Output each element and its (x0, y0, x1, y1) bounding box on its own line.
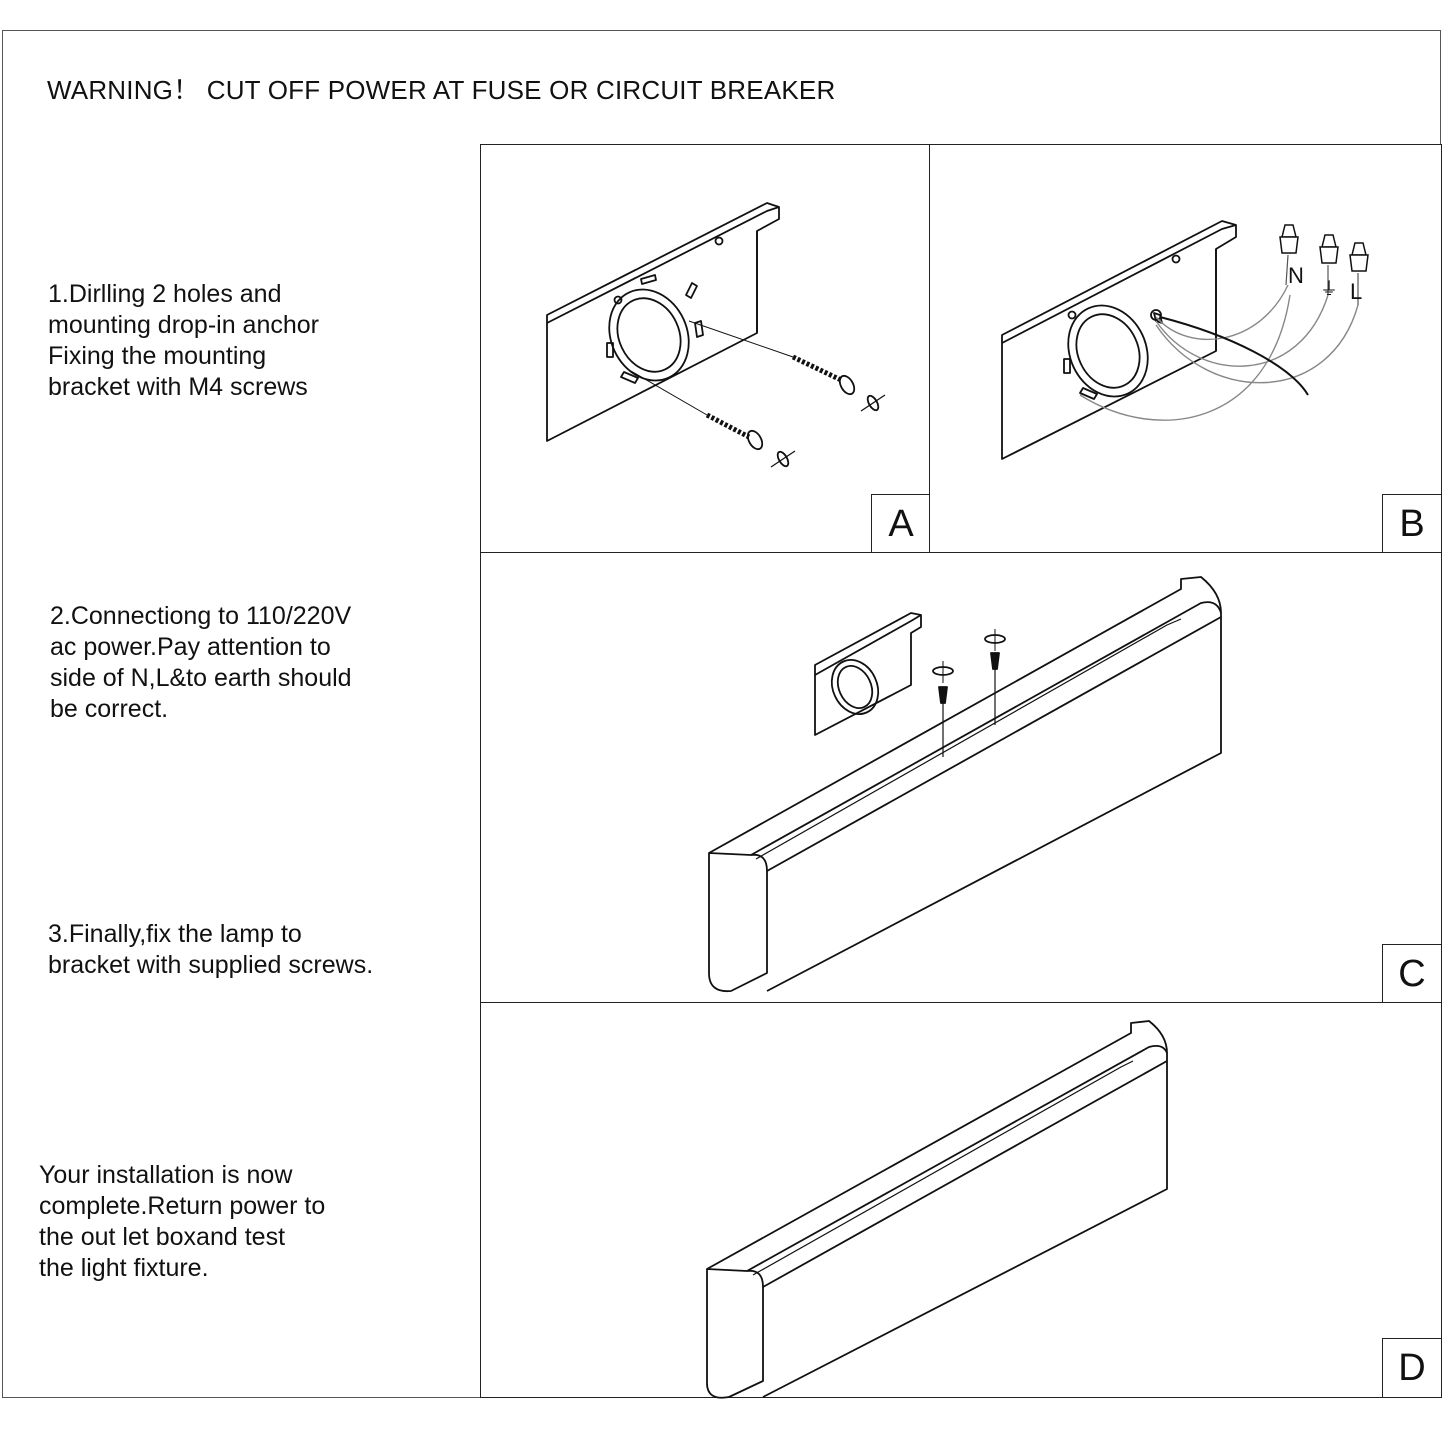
panel-b: N ⏚ L B (929, 144, 1442, 554)
wire-label-l: L (1350, 279, 1363, 304)
completion-line: complete.Return power to (39, 1192, 326, 1220)
earth-symbol-icon: ⏚ (1320, 279, 1338, 299)
lamp-mount-drawing (708, 576, 1222, 993)
step-2-line: ac power.Pay attention to (50, 633, 331, 661)
step-2-line: be correct. (50, 695, 169, 723)
completion-line: Your installation is now (39, 1161, 293, 1189)
panel-c: C (480, 552, 1442, 1004)
step-1-line: mounting drop-in anchor (48, 311, 319, 339)
step-1-line: bracket with M4 screws (48, 373, 308, 401)
step-2-line: side of N,L&to earth should (50, 664, 352, 692)
panel-d-letter: D (1382, 1338, 1442, 1398)
step-1-text: 1.Dirlling 2 holes and mounting drop-in … (48, 279, 319, 403)
step-3-line: 3.Finally,fix the lamp to (48, 920, 302, 948)
installed-lamp-drawing (706, 1020, 1168, 1399)
step-3-text: 3.Finally,fix the lamp to bracket with s… (48, 919, 373, 981)
warning-heading: WARNING！ CUT OFF POWER AT FUSE OR CIRCUI… (47, 75, 836, 105)
completion-line: the out let boxand test (39, 1223, 286, 1251)
step-3-line: bracket with supplied screws. (48, 951, 374, 979)
wire-label-n: N (1288, 263, 1304, 288)
step-2-text: 2.Connectiong to 110/220V ac power.Pay a… (50, 601, 352, 725)
panel-b-letter: B (1382, 494, 1442, 554)
step-1-line: Fixing the mounting (48, 342, 267, 370)
panel-a: A (480, 144, 931, 554)
completion-line: the light fixture. (39, 1254, 209, 1282)
wiring-drawing (1001, 220, 1369, 460)
completion-text: Your installation is now complete.Return… (39, 1160, 325, 1284)
step-2-line: 2.Connectiong to 110/220V (50, 602, 352, 630)
panel-a-letter: A (871, 494, 931, 554)
panel-d: D (480, 1002, 1442, 1399)
panel-c-letter: C (1382, 944, 1442, 1004)
step-1-line: 1.Dirlling 2 holes and (48, 280, 282, 308)
bracket-screws-drawing (546, 202, 886, 468)
